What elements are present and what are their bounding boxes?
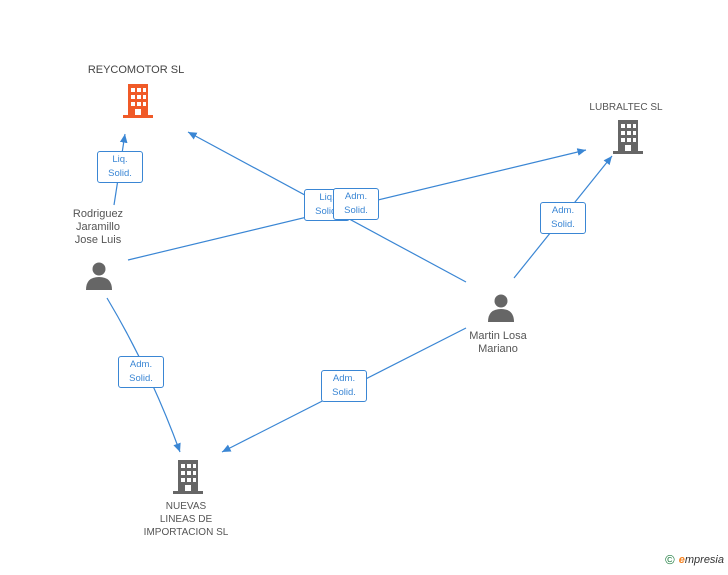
copyright-icon: © <box>665 552 675 567</box>
edge-label-martin-nuevas: Adm. Solid. <box>321 370 367 402</box>
brand-footer: © empresia <box>665 552 724 567</box>
node-label-lubraltec[interactable]: LUBRALTEC SL <box>589 102 663 113</box>
building-icon[interactable] <box>123 84 153 118</box>
edge-label-rodriguez-reycomotor: Liq. Solid. <box>97 151 143 183</box>
edge-label-rodriguez-lubraltec: Adm. Solid. <box>333 188 379 220</box>
brand-logo: empresia <box>678 553 724 566</box>
node-label-rodriguez[interactable]: Rodriguez Jaramillo Jose Luis <box>72 208 124 246</box>
node-label-reycomotor[interactable]: REYCOMOTOR SL <box>87 64 185 76</box>
edge-label-martin-lubraltec: Adm. Solid. <box>540 202 586 234</box>
building-icon[interactable] <box>613 120 643 154</box>
person-icon[interactable] <box>86 262 112 291</box>
building-icon[interactable] <box>173 460 203 494</box>
node-label-nuevas[interactable]: NUEVAS LINEAS DE IMPORTACION SL <box>143 501 229 538</box>
node-label-martin[interactable]: Martin Losa Mariano <box>469 330 527 355</box>
edge-label-rodriguez-nuevas: Adm. Solid. <box>118 356 164 388</box>
person-icon[interactable] <box>488 294 514 323</box>
